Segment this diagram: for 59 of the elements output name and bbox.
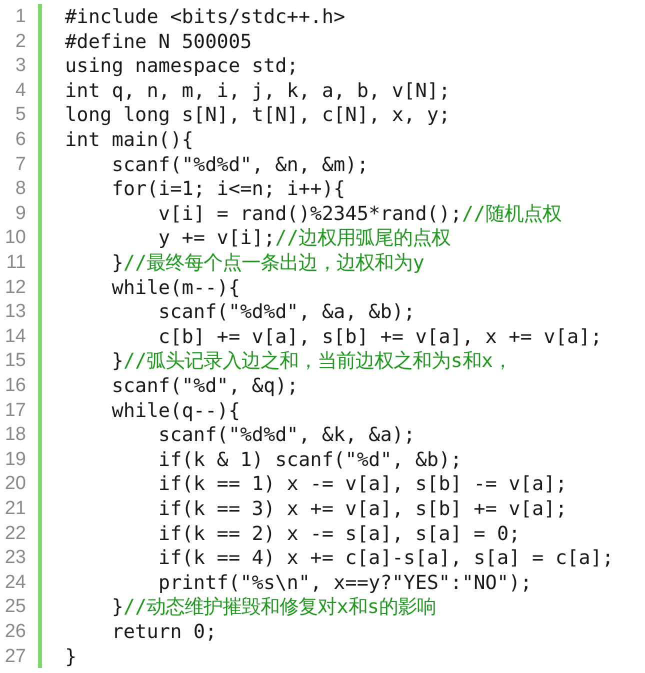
code-line: long long s[N], t[N], c[N], x, y; (65, 103, 450, 126)
line-number: 20 (4, 472, 26, 496)
code-line: if(k & 1) scanf("%d", &b); (157, 448, 462, 471)
code-line: scanf("%d%d", &k, &a); (157, 423, 416, 446)
code-line: if(k == 4) x += c[a]-s[a], s[a] = c[a]; (157, 546, 614, 570)
code-line: } (110, 595, 124, 618)
line-number: 10 (4, 226, 26, 250)
line-number: 16 (4, 374, 26, 398)
code-line: if(k == 3) x += v[a], s[b] += v[a]; (157, 497, 567, 520)
line-number: 17 (4, 398, 26, 423)
code-line: while(m--){ (110, 276, 240, 299)
line-number: 6 (14, 128, 26, 152)
code-line: if(k == 2) x -= s[a], s[a] = 0; (157, 522, 520, 545)
line-number: 25 (4, 595, 26, 620)
line-number: 18 (4, 423, 26, 448)
code-line: } (110, 251, 124, 274)
code-line: scanf("%d%d", &a, &b); (157, 300, 416, 324)
line-number: 26 (4, 620, 26, 644)
code-line: c[b] += v[a], s[b] += v[a], x += v[a]; (157, 324, 602, 348)
code-line: scanf("%d%d", &n, &m); (110, 152, 369, 176)
code-line: int q, n, m, i, j, k, a, b, v[N]; (65, 78, 450, 102)
line-number: 11 (5, 251, 26, 275)
code-comment: //最终每个点一条出边，边权和为y (123, 251, 424, 274)
code-line: return 0; (110, 620, 217, 643)
line-number: 7 (14, 152, 26, 177)
line-number: 21 (4, 497, 26, 521)
line-number: 22 (4, 522, 26, 546)
code-line: v[i] = rand()%2345*rand(); (157, 202, 462, 225)
code-line: using namespace std; (65, 54, 298, 78)
code-line: } (65, 644, 77, 668)
code-comment: //随机点权 (462, 202, 562, 225)
code-line: int main(){ (65, 128, 194, 151)
line-number: 9 (14, 202, 26, 226)
line-number: 3 (14, 54, 26, 78)
line-number: 15 (4, 349, 26, 374)
line-number: 5 (14, 103, 26, 128)
code-comment: //边权用弧尾的点权 (275, 226, 450, 250)
line-number: 1 (14, 5, 26, 29)
code-comment: //弧头记录入边之和，当前边权之和为s和x， (123, 349, 512, 372)
code-line: #include <bits/stdc++.h> (65, 5, 346, 28)
code-line: for(i=1; i<=n; i++){ (110, 177, 346, 200)
code-line: #define N 500005 (65, 30, 252, 53)
line-number: 8 (14, 177, 26, 202)
line-number: 2 (14, 30, 26, 54)
line-number: 24 (4, 570, 26, 595)
code-line: } (110, 349, 124, 372)
code-line: y += v[i]; (157, 226, 276, 250)
line-number: 27 (4, 644, 26, 669)
code-line: scanf("%d", &q); (110, 374, 298, 397)
line-number: 19 (4, 448, 26, 472)
code-comment: //动态维护摧毁和修复对x和s的影响 (123, 595, 436, 618)
line-number: 4 (14, 78, 26, 103)
code-line: if(k == 1) x -= v[a], s[b] -= v[a]; (157, 472, 567, 496)
line-number: 23 (4, 546, 26, 570)
line-number: 14 (4, 324, 26, 349)
code-line: printf("%s\n", x==y?"YES":"NO"); (157, 570, 532, 594)
line-number: 12 (4, 276, 26, 300)
line-number: 13 (4, 300, 26, 324)
code-line: while(q--){ (110, 398, 240, 422)
